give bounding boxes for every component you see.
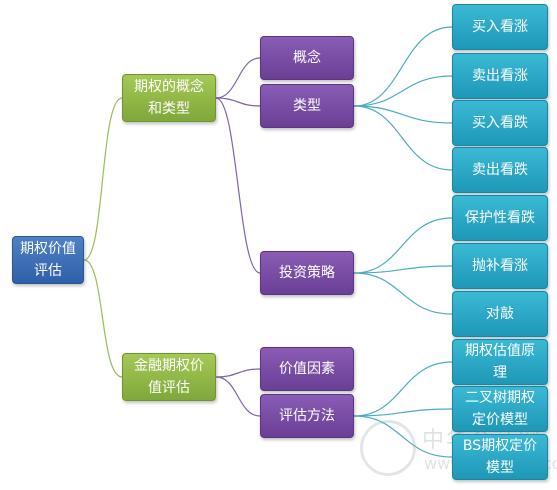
- link-methods-binomial: [353, 408, 453, 417]
- link-types-buycall: [353, 26, 453, 107]
- leaf-binomial-model[interactable]: 二叉树期权 定价模型: [452, 386, 548, 432]
- link-types-sellcall: [353, 75, 453, 107]
- topic-methods[interactable]: 评估方法: [260, 394, 354, 438]
- leaf-bs-model[interactable]: BS期权定价 模型: [452, 434, 548, 480]
- link-concept-concept: [215, 57, 261, 99]
- leaf-covered-call[interactable]: 抛补看涨: [452, 243, 548, 289]
- leaf-protective-put[interactable]: 保护性看跌: [452, 195, 548, 241]
- link-types-buyput: [353, 105, 453, 124]
- link-strategy-covered: [353, 265, 453, 274]
- leaf-buy-put[interactable]: 买入看跌: [452, 100, 548, 146]
- topic-factors[interactable]: 价值因素: [260, 347, 354, 391]
- root-node[interactable]: 期权价值 评估: [12, 236, 84, 284]
- leaf-sell-call[interactable]: 卖出看涨: [452, 53, 548, 99]
- link-financial-methods: [215, 376, 261, 417]
- link-concept-strategy: [215, 97, 261, 274]
- link-strategy-straddle: [353, 272, 453, 315]
- topic-strategy[interactable]: 投资策略: [260, 251, 354, 295]
- link-types-sellput: [353, 105, 453, 171]
- leaf-straddle[interactable]: 对敲: [452, 291, 548, 337]
- topic-types[interactable]: 类型: [260, 84, 354, 128]
- link-strategy-protective: [353, 217, 453, 274]
- link-root-concept: [83, 97, 123, 261]
- leaf-buy-call[interactable]: 买入看涨: [452, 4, 548, 50]
- link-root-financial: [83, 259, 123, 378]
- link-financial-factors: [215, 368, 261, 378]
- watermark-logo-icon: [360, 420, 416, 476]
- branch-financial-valuation[interactable]: 金融期权价 值评估: [122, 353, 216, 401]
- leaf-valuation-principle[interactable]: 期权估值原 理: [452, 339, 548, 385]
- link-concept-types: [215, 97, 261, 107]
- leaf-sell-put[interactable]: 卖出看跌: [452, 147, 548, 193]
- topic-concept[interactable]: 概念: [260, 36, 354, 80]
- branch-concept-types[interactable]: 期权的概念 和类型: [122, 74, 216, 122]
- link-methods-principle: [353, 361, 453, 417]
